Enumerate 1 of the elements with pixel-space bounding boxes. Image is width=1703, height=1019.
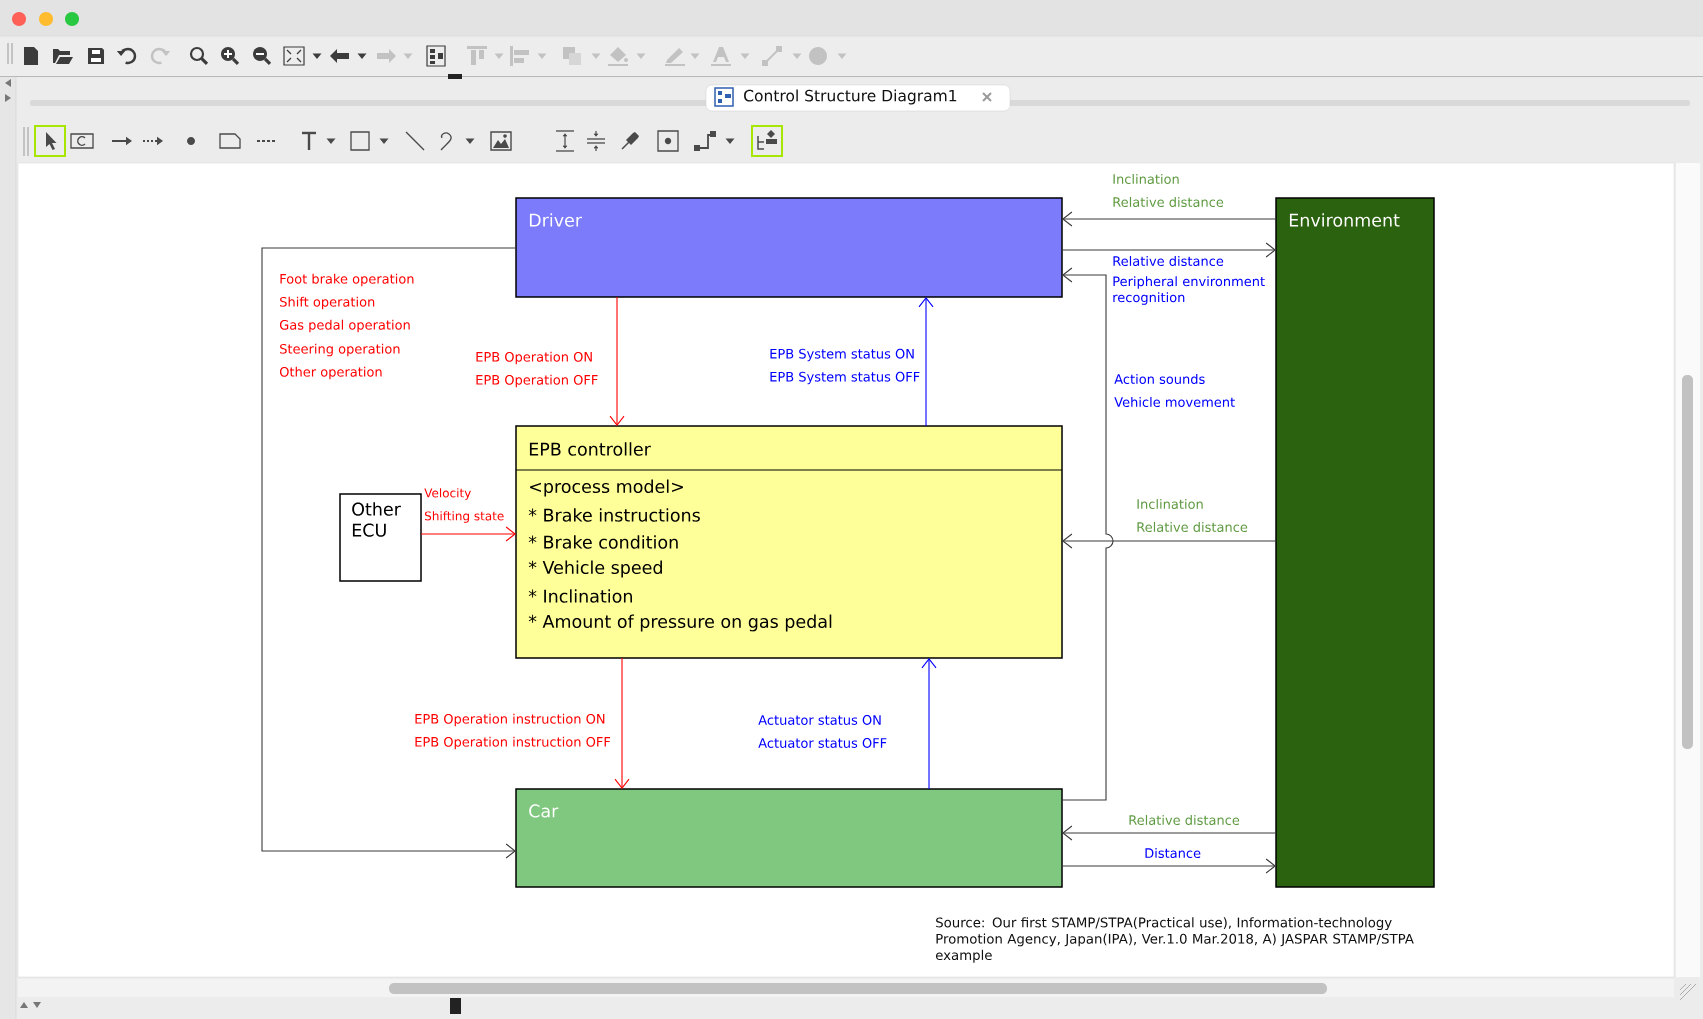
tab: Control Structure Diagram1 — [705, 84, 1011, 112]
